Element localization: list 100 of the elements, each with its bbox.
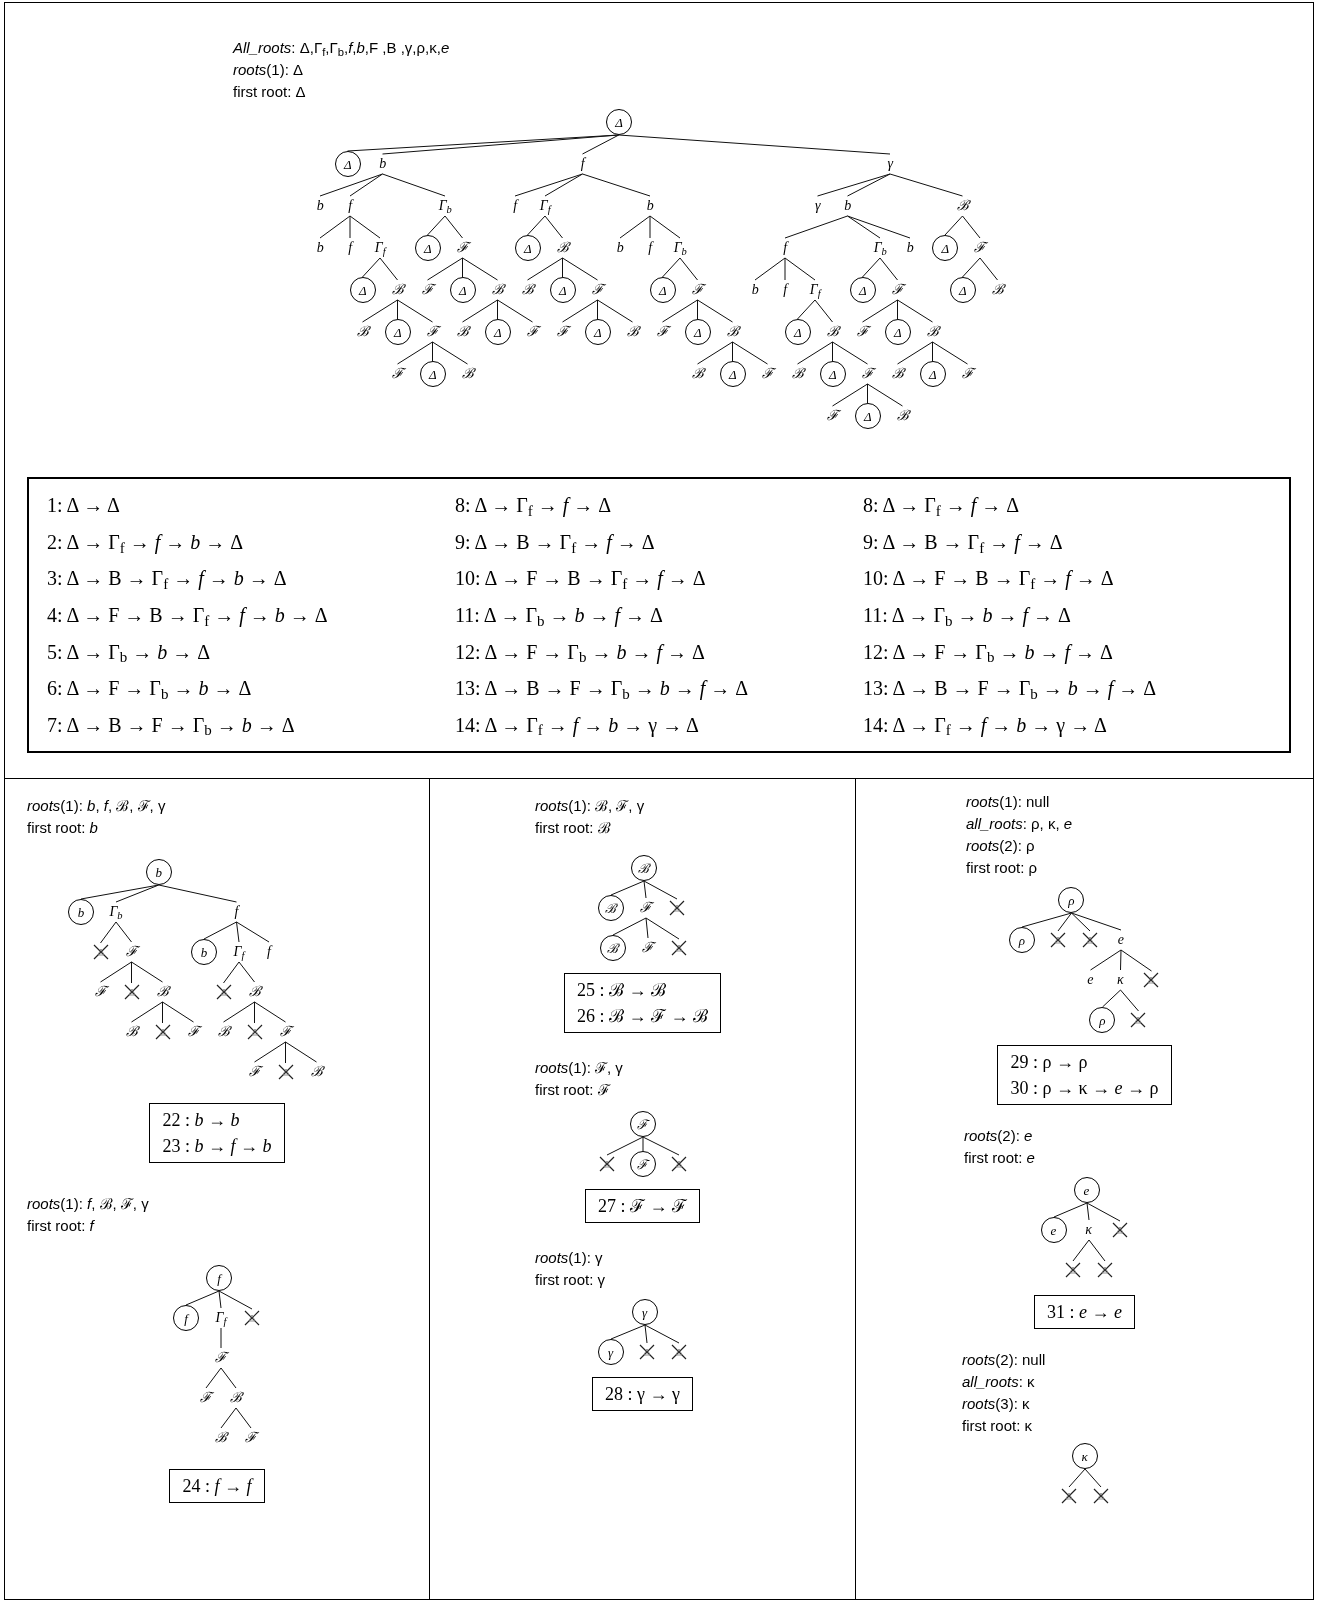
tree-branch [527, 257, 564, 281]
path-text: 8: Δ → Γ$_{f}$ → f → Δ [455, 493, 613, 521]
circled-symbol: Δ [819, 361, 846, 387]
tree-branch [427, 257, 464, 281]
tree-branch [610, 880, 644, 896]
tree-branch [379, 257, 399, 281]
tree-symbol: b [316, 238, 324, 258]
tree-branch [205, 1367, 222, 1389]
tree-symbol: b [316, 196, 324, 216]
tree-branch [562, 257, 599, 281]
tree-branch [889, 173, 964, 197]
tree-branch [397, 299, 434, 323]
tree-branch [382, 173, 446, 197]
path-text: 27 : ℱ → ℱ [598, 1195, 687, 1218]
tree-symbol: Γ$_{f}$ [233, 942, 245, 962]
tree-branch [697, 299, 734, 323]
circled-symbol: Δ [349, 277, 376, 303]
path-text: 2: Δ → Γ$_{f}$ → f → b → Δ [47, 529, 245, 557]
tree-symbol: f [783, 280, 788, 300]
tree-symbol: ℱ [974, 238, 987, 258]
tree-symbol: Γ$_{f}$ [539, 196, 551, 216]
tree-branch [732, 341, 734, 362]
tree-branch [427, 215, 446, 236]
tree-branch [649, 215, 651, 239]
tree-branch [544, 215, 564, 239]
circled-symbol: Δ [932, 235, 959, 261]
tree-symbol: ℬ [391, 280, 404, 300]
circled-symbol: Δ [419, 361, 446, 387]
tree-branch [1120, 949, 1152, 972]
circled-symbol: ℱ [629, 1151, 656, 1177]
circled-symbol: Δ [784, 319, 811, 345]
path-text: 6: Δ → F → Γ$_{b}$ → b → Δ [47, 676, 253, 704]
tree-symbol: ℱ [691, 280, 704, 300]
tree-branch [254, 1041, 286, 1063]
tree-symbol: Γ$_{b}$ [109, 902, 123, 922]
tree-branch [1088, 1239, 1105, 1262]
tree-branch [1070, 912, 1122, 931]
tree-symbol: ℬ [461, 364, 474, 384]
tree-branch [1053, 1202, 1087, 1218]
path-text: 31 : e → e [1047, 1301, 1122, 1324]
tree-symbol: ℬ [826, 322, 839, 342]
tree-symbol: ℬ [491, 280, 504, 300]
tree-symbol: ℱ [639, 898, 652, 918]
tree-symbol: γ [887, 154, 893, 174]
crossed-out-mark [669, 939, 688, 957]
tree-branch [832, 341, 869, 365]
circled-symbol: ℱ [629, 1111, 656, 1137]
tree-symbol: ℬ [248, 982, 261, 1002]
tree-symbol: Γ$_{b}$ [673, 238, 687, 258]
circled-symbol: Δ [449, 277, 476, 303]
circled-symbol: Δ [384, 319, 411, 345]
tree-branch [1021, 912, 1072, 928]
tree-symbol: f [783, 238, 788, 258]
tree-branch [220, 1367, 237, 1389]
tree-symbol: ℱ [861, 364, 874, 384]
tree-branch [203, 921, 237, 940]
tree-symbol: Γ$_{f}$ [374, 238, 386, 258]
crossed-out-mark [1080, 931, 1099, 949]
label-text: roots(1): b, f, ℬ, ℱ, γ [27, 796, 166, 816]
tree-branch [285, 1041, 286, 1064]
tree-branch [862, 257, 881, 278]
path-box [564, 973, 721, 1033]
tree-branch [162, 1001, 194, 1023]
tree-symbol: f [267, 942, 271, 962]
tree-branch [100, 961, 132, 983]
tree-symbol: ℬ [691, 364, 704, 384]
circled-symbol: b [145, 859, 172, 885]
path-text: 8: Δ → Γ$_{f}$ → f → Δ [863, 493, 1021, 521]
tree-branch [662, 299, 699, 323]
tree-branch [847, 215, 881, 239]
tree-symbol: ℬ [956, 196, 969, 216]
circled-symbol: Δ [649, 277, 676, 303]
tree-branch [131, 961, 163, 983]
tree-symbol: Γ$_{b}$ [873, 238, 887, 258]
tree-branch [158, 884, 237, 903]
label-text: roots(2): e [964, 1126, 1034, 1146]
tree-branch [1072, 1239, 1089, 1262]
tree-branch [1084, 1468, 1101, 1488]
circled-symbol: Δ [919, 361, 946, 387]
tree-symbol: ℱ [656, 322, 669, 342]
tree-branch [462, 299, 499, 323]
crossed-out-mark [276, 1063, 295, 1081]
circled-symbol: e [1040, 1217, 1067, 1243]
tree-branch [319, 173, 384, 197]
circled-symbol: Δ [549, 277, 576, 303]
tree-branch [1119, 989, 1139, 1012]
path-text: 24 : f → f [182, 1475, 252, 1498]
tree-branch [597, 299, 634, 323]
tree-branch [115, 884, 160, 903]
tree-branch [867, 383, 869, 404]
tree-branch [497, 299, 534, 323]
label-text: first root: f [27, 1216, 96, 1236]
tree-branch [238, 961, 255, 983]
label-text: all_roots: κ [962, 1372, 1036, 1392]
crossed-out-mark [1129, 1011, 1148, 1029]
tree-symbol: b [751, 280, 759, 300]
tree-branch [544, 173, 584, 197]
crossed-out-mark [1048, 931, 1067, 949]
tree-branch [597, 299, 599, 320]
crossed-out-mark [1063, 1261, 1082, 1279]
